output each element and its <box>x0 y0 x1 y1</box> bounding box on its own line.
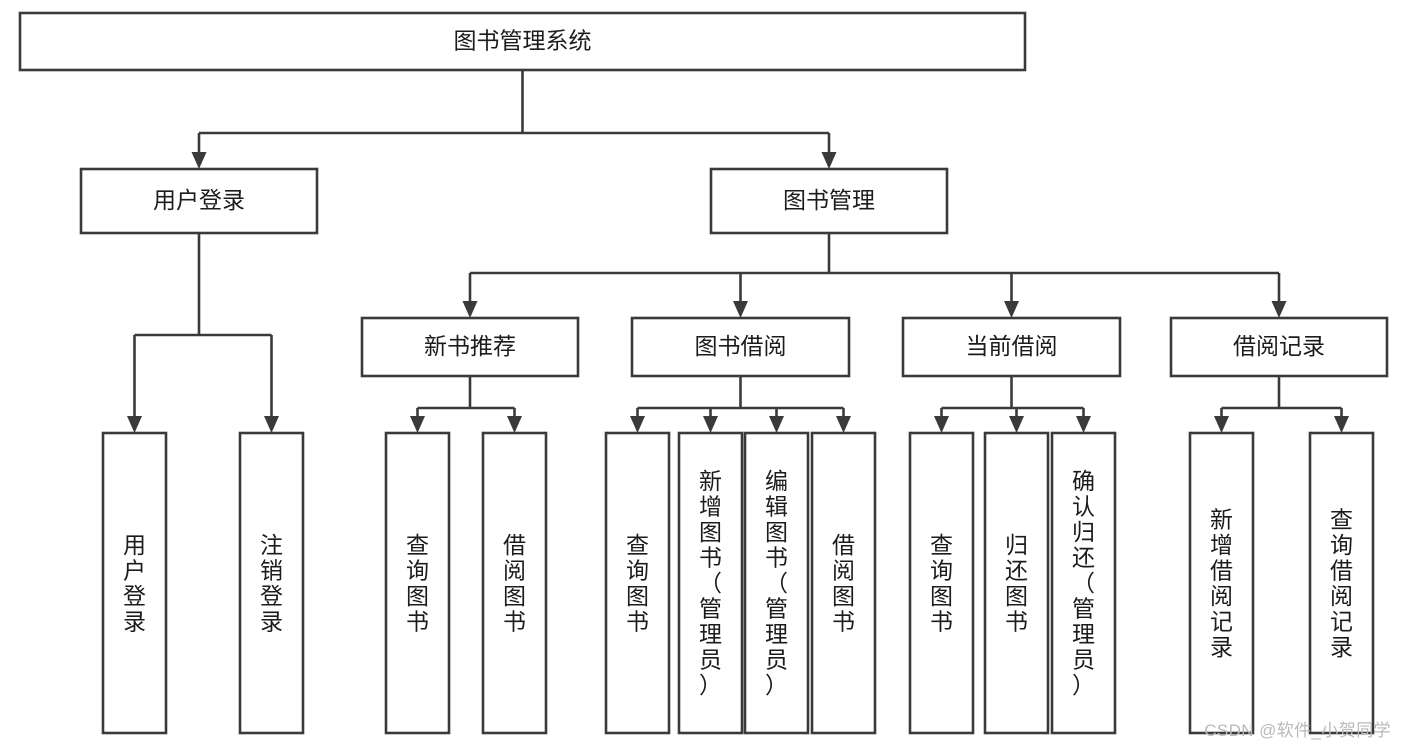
node-leaf-nb-query-book[interactable]: 查询图书 <box>384 431 451 735</box>
node-label: 图书管理 <box>783 187 875 213</box>
node-label: 用户登录 <box>153 187 245 213</box>
node-label: 查询图书 <box>930 532 953 635</box>
node-label: 确认归还（管理员） <box>1072 468 1095 698</box>
node-label: 借阅图书 <box>832 532 855 635</box>
node-box <box>709 167 949 235</box>
node-box <box>360 316 580 378</box>
arrow-head-icon <box>462 301 478 318</box>
node-label: 归还图书 <box>1005 532 1028 635</box>
node-l3-borrow-record[interactable]: 借阅记录 <box>1169 316 1389 378</box>
node-leaf-br-query-record[interactable]: 查询借阅记录 <box>1308 431 1375 735</box>
node-box <box>1308 431 1375 735</box>
node-box <box>481 431 548 735</box>
node-leaf-cb-query-book[interactable]: 查询图书 <box>908 431 975 735</box>
node-leaf-cb-return-book[interactable]: 归还图书 <box>983 431 1050 735</box>
node-l2-user-login[interactable]: 用户登录 <box>79 167 319 235</box>
node-box <box>983 431 1050 735</box>
node-label: 图书管理系统 <box>454 28 592 54</box>
node-leaf-bb-edit-book[interactable]: 编辑图书（管理员） <box>743 431 810 735</box>
node-label: 注销登录 <box>260 532 283 635</box>
arrow-head-icon <box>507 416 522 433</box>
arrow-head-icon <box>836 416 851 433</box>
arrow-head-icon <box>264 416 279 433</box>
node-label: 编辑图书（管理员） <box>765 468 788 698</box>
node-root[interactable]: 图书管理系统 <box>18 11 1027 72</box>
arrow-head-icon <box>191 152 207 169</box>
arrow-head-icon <box>127 416 142 433</box>
arrow-head-icon <box>1009 416 1024 433</box>
node-leaf-cb-confirm-return[interactable]: 确认归还（管理员） <box>1050 431 1117 735</box>
node-label: 查询借阅记录 <box>1330 506 1353 660</box>
node-label: 查询图书 <box>626 532 649 635</box>
node-label: 查询图书 <box>406 532 429 635</box>
node-label: 图书借阅 <box>695 333 787 359</box>
arrow-head-icon <box>1214 416 1229 433</box>
node-layer: 图书管理系统用户登录图书管理新书推荐图书借阅当前借阅借阅记录用户登录注销登录查询… <box>18 11 1389 735</box>
node-leaf-br-add-record[interactable]: 新增借阅记录 <box>1188 431 1255 735</box>
node-l3-new-book[interactable]: 新书推荐 <box>360 316 580 378</box>
arrow-head-icon <box>1076 416 1091 433</box>
node-box <box>901 316 1122 378</box>
node-leaf-logout[interactable]: 注销登录 <box>238 431 305 735</box>
edge-layer <box>127 70 1349 433</box>
node-box <box>18 11 1027 72</box>
node-label: 当前借阅 <box>966 333 1058 359</box>
node-box <box>101 431 168 735</box>
arrow-head-icon <box>769 416 784 433</box>
node-l3-current-borrow[interactable]: 当前借阅 <box>901 316 1122 378</box>
node-leaf-bb-borrow-book[interactable]: 借阅图书 <box>810 431 877 735</box>
node-label: 新增借阅记录 <box>1210 506 1233 660</box>
arrow-head-icon <box>934 416 949 433</box>
node-leaf-user-login[interactable]: 用户登录 <box>101 431 168 735</box>
node-box <box>1169 316 1389 378</box>
arrow-head-icon <box>410 416 425 433</box>
node-label: 借阅图书 <box>503 532 526 635</box>
arrow-head-icon <box>703 416 718 433</box>
node-box <box>1188 431 1255 735</box>
node-l2-book-manage[interactable]: 图书管理 <box>709 167 949 235</box>
arrow-head-icon <box>821 152 837 169</box>
node-label: 新书推荐 <box>424 333 516 359</box>
arrow-head-icon <box>630 416 645 433</box>
node-box <box>604 431 671 735</box>
node-box <box>908 431 975 735</box>
node-box <box>384 431 451 735</box>
node-box <box>810 431 877 735</box>
node-box <box>238 431 305 735</box>
node-label: 用户登录 <box>123 532 146 635</box>
node-l3-book-borrow[interactable]: 图书借阅 <box>630 316 851 378</box>
arrow-head-icon <box>1271 301 1287 318</box>
node-label: 借阅记录 <box>1233 333 1325 359</box>
node-box <box>630 316 851 378</box>
node-box <box>677 431 744 735</box>
arrow-head-icon <box>1334 416 1349 433</box>
node-leaf-bb-add-book[interactable]: 新增图书（管理员） <box>677 431 744 735</box>
arrow-head-icon <box>733 301 748 318</box>
node-leaf-nb-borrow-book[interactable]: 借阅图书 <box>481 431 548 735</box>
node-box <box>1050 431 1117 735</box>
arrow-head-icon <box>1004 301 1019 318</box>
node-label: 新增图书（管理员） <box>699 468 722 698</box>
node-box <box>79 167 319 235</box>
node-leaf-bb-query-book[interactable]: 查询图书 <box>604 431 671 735</box>
node-box <box>743 431 810 735</box>
